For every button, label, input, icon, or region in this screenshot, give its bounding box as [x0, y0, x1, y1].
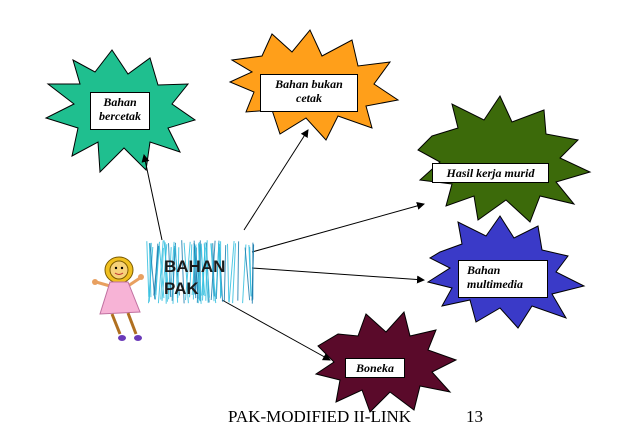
node-bahan-bercetak-line2: bercetak — [95, 109, 145, 123]
node-bahan-bukan-cetak-line1: Bahan bukan — [265, 77, 353, 91]
arrow-to-bahan-bercetak — [144, 155, 162, 240]
center-label: BAHAN PAK — [164, 256, 225, 300]
node-bahan-bercetak: Bahan bercetak — [90, 92, 150, 130]
arrow-to-hasil-kerja-murid — [252, 204, 424, 252]
girl-figure-icon — [92, 257, 144, 341]
node-bahan-multimedia-line1: Bahan — [467, 263, 543, 277]
arrow-to-bahan-multimedia — [252, 268, 424, 280]
scribble-stroke — [238, 241, 239, 300]
node-bahan-multimedia: Bahan multimedia — [458, 260, 548, 298]
footer-page-number: 13 — [466, 407, 483, 427]
scribble-stroke — [228, 244, 229, 302]
node-boneka-line1: Boneka — [350, 361, 400, 375]
node-bahan-bukan-cetak: Bahan bukan cetak — [260, 74, 358, 112]
arrow-to-bahan-bukan-cetak — [244, 130, 308, 230]
node-boneka: Boneka — [345, 358, 405, 378]
arrow-to-boneka — [222, 300, 330, 360]
center-label-line1: BAHAN — [164, 256, 225, 278]
footer-text: PAK-MODIFIED II-LINK — [228, 407, 411, 427]
burst-hasil-kerja-murid — [418, 96, 590, 222]
node-hasil-kerja-murid: Hasil kerja murid — [432, 163, 549, 183]
node-bahan-multimedia-line2: multimedia — [467, 277, 543, 291]
scribble-stroke — [147, 241, 149, 297]
node-hasil-kerja-murid-line1: Hasil kerja murid — [437, 166, 544, 180]
center-label-line2: PAK — [164, 278, 225, 300]
node-bahan-bercetak-line1: Bahan — [95, 95, 145, 109]
node-bahan-bukan-cetak-line2: cetak — [265, 91, 353, 105]
